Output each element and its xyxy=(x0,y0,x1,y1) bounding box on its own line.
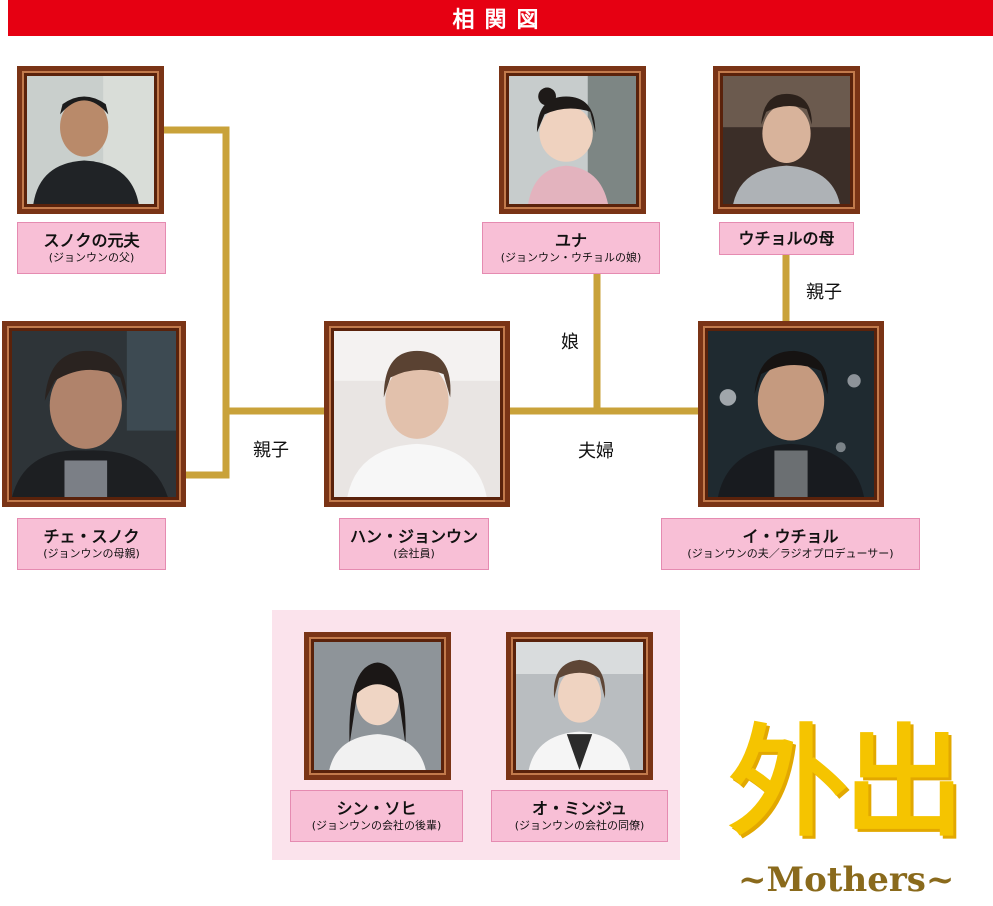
name-junior: シン・ソヒ xyxy=(336,799,417,818)
label-junior: シン・ソヒ (ジョンウンの会社の後輩) xyxy=(290,790,463,842)
photo-ex-husband xyxy=(17,66,164,214)
label-daughter: ユナ (ジョンウン・ウチョルの娘) xyxy=(482,222,660,274)
photo-mother xyxy=(2,321,186,507)
photo-heroine xyxy=(324,321,510,507)
photo-colleague xyxy=(506,632,653,780)
name-husband: イ・ウチョル xyxy=(742,527,839,546)
relation-married: 夫婦 xyxy=(578,441,614,462)
role-ex-husband: (ジョンウンの父) xyxy=(48,251,135,264)
name-colleague: オ・ミンジュ xyxy=(532,799,627,818)
role-mother: (ジョンウンの母親) xyxy=(43,547,140,560)
name-mother-in-law: ウチョルの母 xyxy=(738,228,835,248)
relation-daughter: 娘 xyxy=(561,332,579,353)
name-daughter: ユナ xyxy=(554,231,587,250)
label-mother-in-law: ウチョルの母 xyxy=(719,222,854,255)
header-title: 相関図 xyxy=(452,8,549,33)
role-colleague: (ジョンウンの会社の同僚) xyxy=(514,819,645,832)
photo-junior xyxy=(304,632,451,780)
photo-husband xyxy=(698,321,884,507)
logo-title: 外出 xyxy=(728,712,964,853)
line-ex-husband xyxy=(160,126,230,479)
role-heroine: (会社員) xyxy=(393,547,435,560)
role-daughter: (ジョンウン・ウチョルの娘) xyxy=(500,251,642,264)
label-heroine: ハン・ジョンウン (会社員) xyxy=(339,518,489,570)
label-colleague: オ・ミンジュ (ジョンウンの会社の同僚) xyxy=(491,790,668,842)
photo-daughter xyxy=(499,66,646,214)
label-ex-husband: スノクの元夫 (ジョンウンの父) xyxy=(17,222,166,274)
relation-parent-child-left: 親子 xyxy=(253,440,289,461)
role-husband: (ジョンウンの夫／ラジオプロデューサー) xyxy=(687,547,894,560)
photo-mother-in-law xyxy=(713,66,860,214)
role-junior: (ジョンウンの会社の後輩) xyxy=(311,819,442,832)
relation-parent-child-right: 親子 xyxy=(806,282,842,303)
name-heroine: ハン・ジョンウン xyxy=(349,527,478,546)
name-ex-husband: スノクの元夫 xyxy=(43,231,140,250)
name-mother: チェ・スノク xyxy=(43,527,140,546)
logo-subtitle: ~Mothers~ xyxy=(738,860,955,900)
diagram-header: 相関図 xyxy=(8,0,993,36)
label-mother: チェ・スノク (ジョンウンの母親) xyxy=(17,518,166,570)
label-husband: イ・ウチョル (ジョンウンの夫／ラジオプロデューサー) xyxy=(661,518,920,570)
